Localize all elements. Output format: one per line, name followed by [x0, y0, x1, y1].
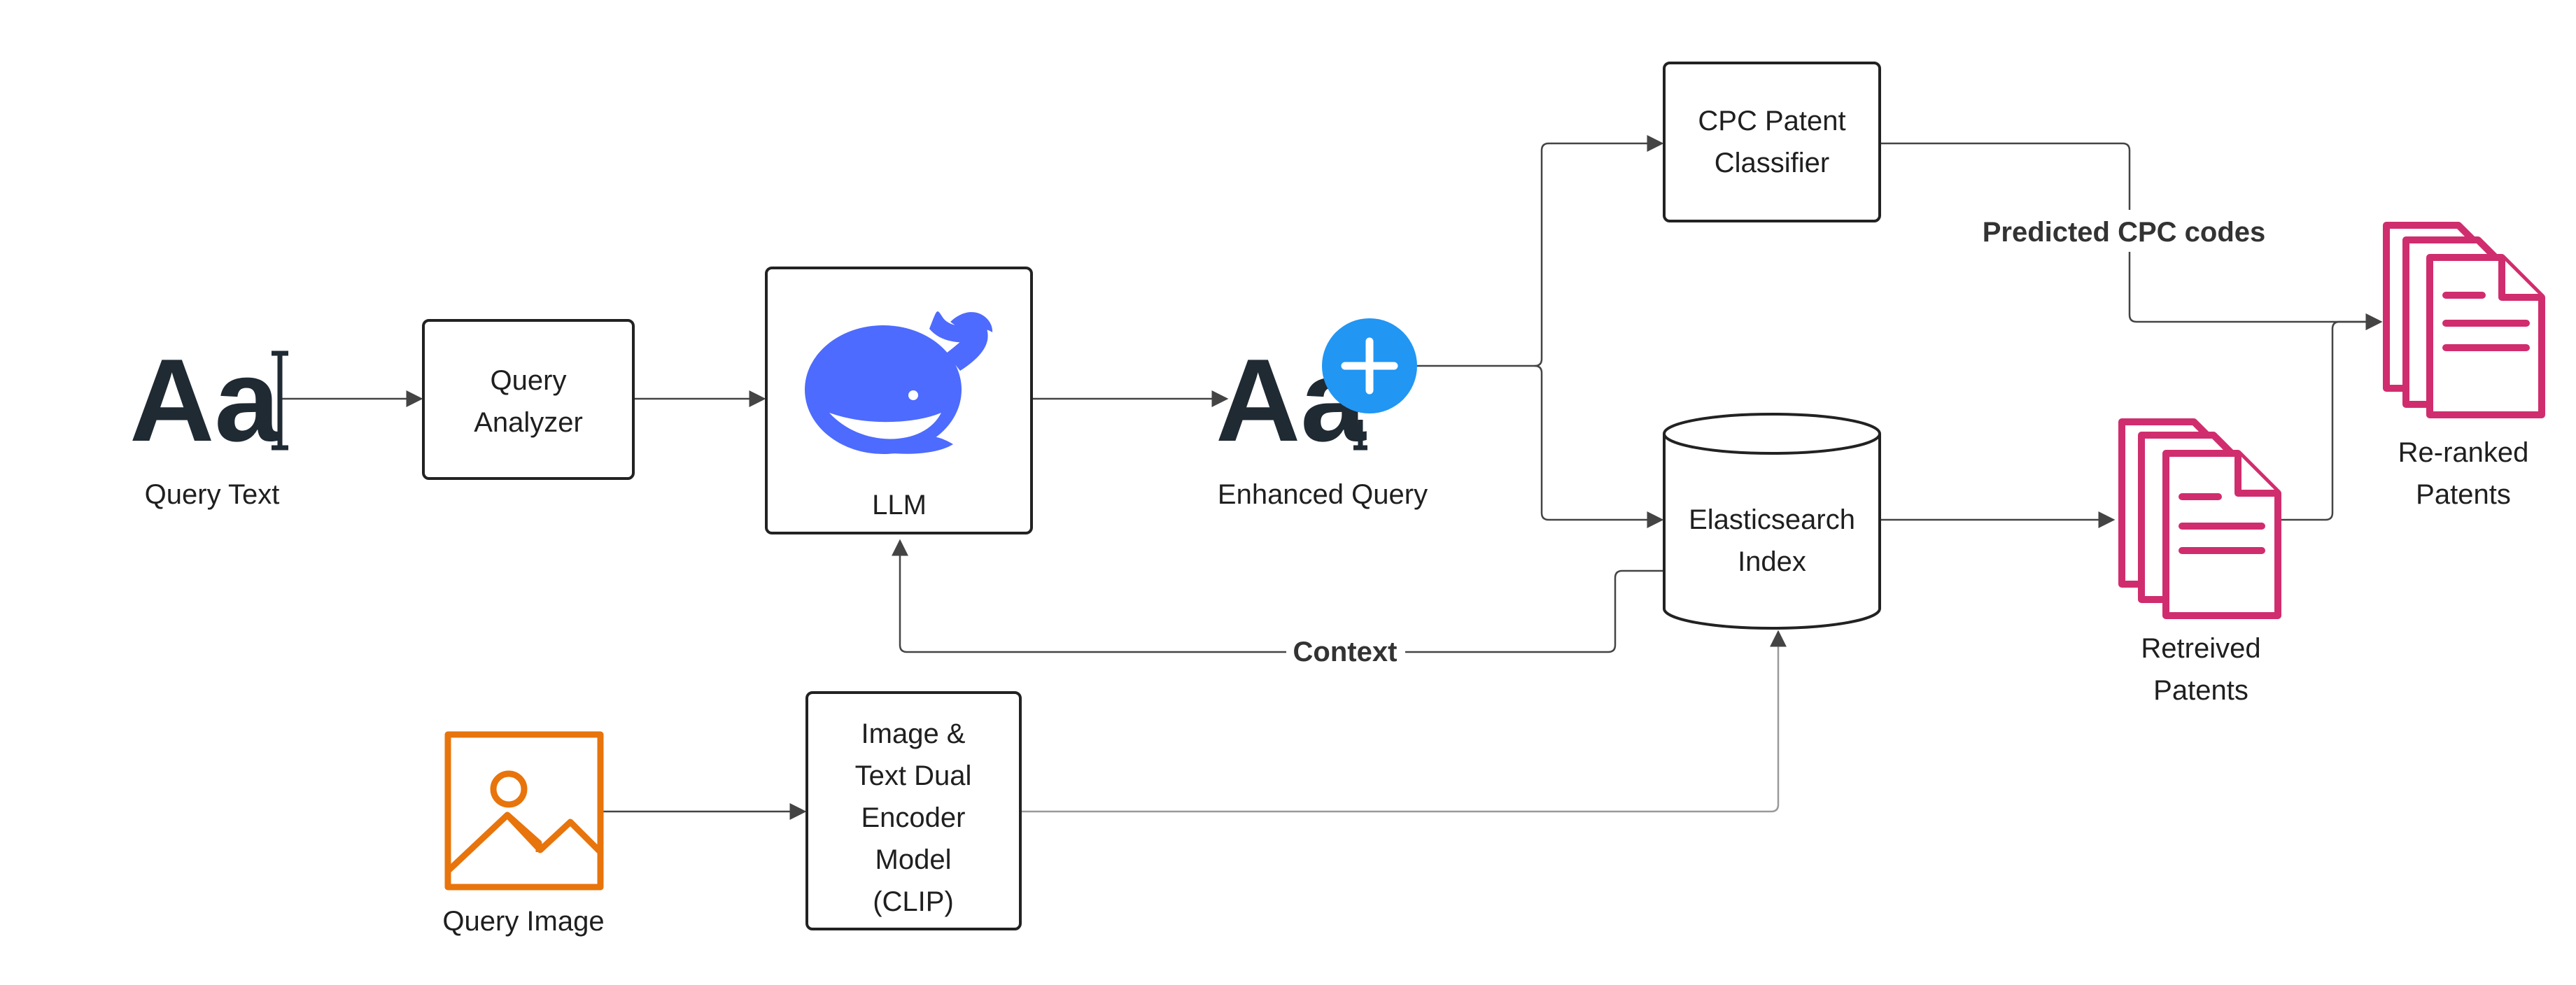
query-text-label: Query Text: [145, 479, 280, 510]
edge-enhanced-to-cpc: [1417, 135, 1664, 367]
reranked-document-stack-icon: [2383, 222, 2545, 418]
node-retrieved-patents: Retreived Patents: [2118, 418, 2281, 706]
node-clip-model: Image & Text Dual Encoder Model (CLIP): [805, 691, 1022, 930]
node-reranked-patents: Re-ranked Patents: [2383, 222, 2545, 510]
cpc-line2: Classifier: [1715, 148, 1829, 178]
clip-line4: Model: [875, 844, 952, 875]
predicted-cpc-label-bg: [1963, 210, 2285, 252]
enhanced-text-cursor-icon: [1353, 420, 1367, 451]
elastic-line2: Index: [1738, 546, 1806, 577]
query-image-label: Query Image: [442, 906, 604, 937]
plus-badge-icon: [1322, 318, 1417, 413]
edge-retrieved-to-reranked: [2281, 313, 2383, 521]
context-label: Context: [1293, 637, 1398, 667]
clip-line1: Image &: [861, 718, 966, 749]
whale-belly: [829, 413, 941, 439]
node-llm: LLM: [765, 267, 1033, 534]
reranked-line2: Patents: [2416, 479, 2511, 510]
context-label-bg: [1286, 632, 1405, 671]
whale-eye: [908, 390, 918, 400]
retrieved-line1: Retreived: [2141, 633, 2260, 664]
node-cpc-classifier: CPC Patent Classifier: [1663, 62, 1881, 222]
retrieved-line2: Patents: [2153, 675, 2248, 706]
elastic-line1: Elasticsearch: [1689, 504, 1855, 535]
text-cursor-icon: [272, 350, 288, 451]
node-elasticsearch: Elasticsearch Index: [1663, 413, 1881, 630]
edge-enhanced-to-elastic: [1534, 364, 1664, 528]
document-stack-icon: [2118, 418, 2281, 619]
node-enhanced-query: Aa Enhanced Query: [1216, 318, 1428, 510]
clip-line5: (CLIP): [873, 886, 954, 917]
text-glyph-icon: Aa: [129, 334, 281, 466]
image-icon: [444, 731, 604, 891]
clip-line2: Text Dual: [855, 760, 972, 791]
predicted-cpc-label: Predicted CPC codes: [1983, 217, 2266, 248]
enhanced-query-label: Enhanced Query: [1218, 479, 1428, 510]
reranked-line1: Re-ranked: [2398, 437, 2529, 468]
node-query-text: Aa Query Text: [129, 334, 288, 510]
query-analyzer-line1: Query: [491, 365, 567, 396]
node-query-analyzer: Query Analyzer: [422, 319, 635, 480]
query-analyzer-line2: Analyzer: [474, 407, 583, 438]
edge-clip-to-elastic: [1020, 630, 1787, 813]
clip-line3: Encoder: [861, 802, 966, 833]
cpc-line1: CPC Patent: [1698, 106, 1845, 136]
node-query-image: Query Image: [442, 731, 605, 937]
llm-label: LLM: [872, 490, 927, 520]
edge-context-to-llm: [892, 539, 1664, 653]
